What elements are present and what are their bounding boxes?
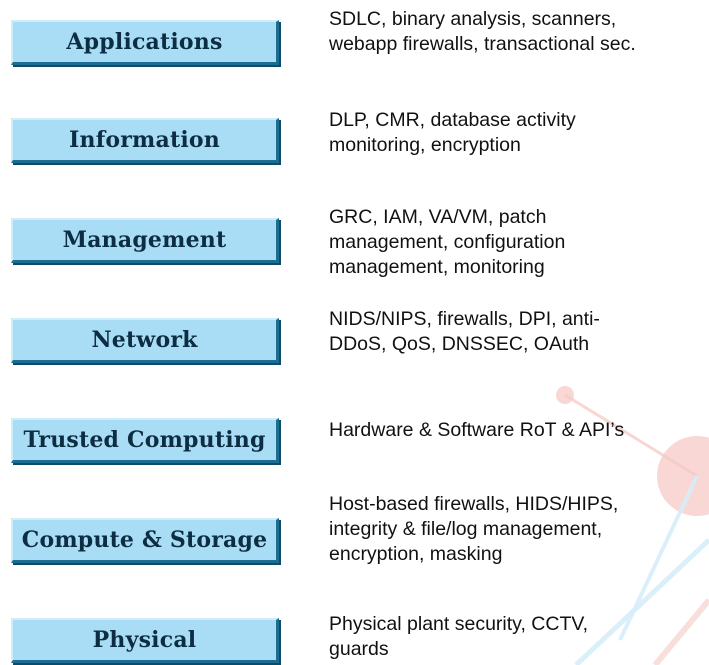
layer-description-management: GRC, IAM, VA/VM, patch management, confi…: [329, 206, 566, 278]
layer-box-information: Information: [11, 118, 279, 163]
layer-label-trusted-computing: Trusted Computing: [23, 427, 266, 453]
layer-label-network: Network: [91, 327, 198, 353]
layer-description-applications: SDLC, binary analysis, scanners, webapp …: [329, 8, 636, 55]
layer-description-trusted-computing: Hardware & Software RoT & API’s: [329, 419, 625, 441]
layer-box-applications: Applications: [11, 20, 279, 65]
layer-description-compute-storage: Host-based firewalls, HIDS/HIPS, integri…: [329, 493, 619, 565]
layer-box-management: Management: [11, 218, 279, 263]
layer-label-management: Management: [62, 227, 227, 253]
layer-description-network: NIDS/NIPS, firewalls, DPI, anti- DDoS, Q…: [329, 308, 600, 355]
layer-label-information: Information: [69, 127, 220, 153]
layer-box-physical: Physical: [11, 618, 279, 663]
layer-label-compute-storage: Compute & Storage: [21, 527, 268, 553]
layer-box-trusted-computing: Trusted Computing: [11, 418, 279, 463]
layer-description-information: DLP, CMR, database activity monitoring, …: [329, 109, 576, 156]
layer-box-network: Network: [11, 318, 279, 363]
layer-label-applications: Applications: [66, 29, 223, 55]
watermark-red-circle-small: [556, 386, 574, 404]
layer-label-physical: Physical: [92, 627, 197, 653]
layer-description-physical: Physical plant security, CCTV, guards: [329, 613, 589, 660]
layer-box-compute-storage: Compute & Storage: [11, 518, 279, 563]
